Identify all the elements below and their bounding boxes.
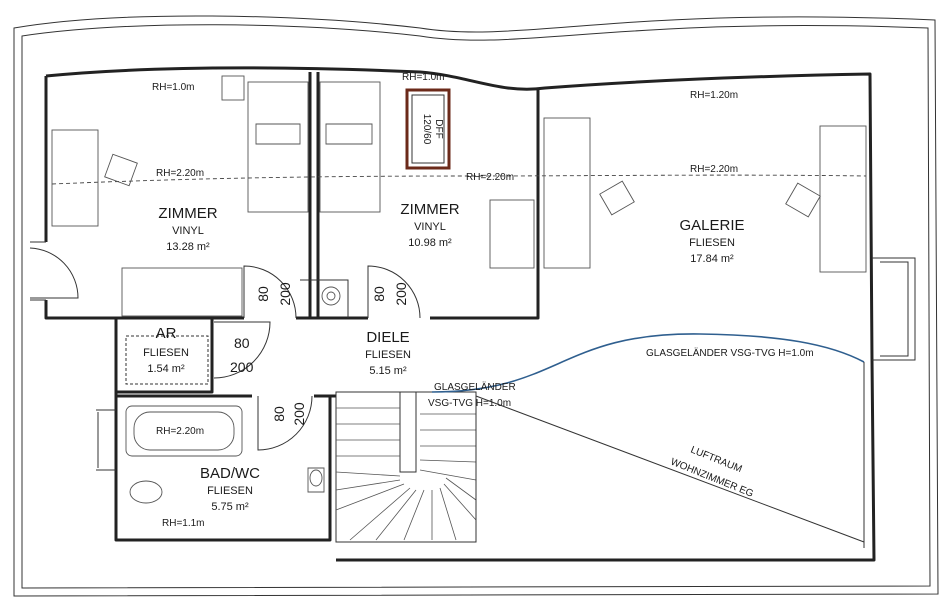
door-height: 200 [230, 359, 254, 375]
room-ar: AR FLIESEN 1.54 m² [143, 325, 189, 375]
rh-label: RH=1.20m [690, 90, 738, 101]
skylight-label: DFF [433, 119, 444, 138]
room-floor: FLIESEN [689, 237, 735, 249]
furniture [51, 75, 867, 317]
room-zimmer-2: ZIMMER VINYL 10.98 m² [400, 201, 459, 249]
room-name: ZIMMER [400, 201, 459, 218]
ceiling-height-labels: RH=1.0m RH=1.0m RH=1.20m RH=2.20m RH=2.2… [152, 72, 738, 529]
annotations: GLASGELÄNDER VSG-TVG H=1.0m GLASGELÄNDER… [428, 347, 814, 500]
rh-label: RH=1.0m [402, 72, 445, 83]
room-name: GALERIE [679, 217, 744, 234]
door-width: 80 [371, 286, 387, 302]
room-area: 13.28 m² [166, 241, 210, 253]
room-floor: VINYL [414, 221, 446, 233]
rh-label: RH=1.0m [152, 82, 195, 93]
room-area: 10.98 m² [408, 237, 452, 249]
rh-label: RH=2.20m [156, 426, 204, 437]
railing-note: GLASGELÄNDER VSG-TVG H=1.0m [646, 347, 814, 359]
railing-note: VSG-TVG H=1.0m [428, 398, 511, 409]
room-floor: FLIESEN [207, 485, 253, 497]
door-width: 80 [255, 286, 271, 302]
room-name: AR [156, 325, 177, 342]
railing-note: GLASGELÄNDER [434, 381, 516, 393]
rh-label: RH=2.20m [466, 172, 514, 183]
door-width: 80 [271, 406, 287, 422]
door-height: 200 [277, 282, 293, 306]
rh-label: RH=2.20m [690, 164, 738, 175]
room-bad: BAD/WC FLIESEN 5.75 m² [200, 465, 260, 513]
rh-label: RH=2.20m [156, 168, 204, 179]
doors [29, 247, 421, 451]
skylight-size: 120/60 [421, 114, 432, 145]
room-floor: VINYL [172, 225, 204, 237]
bath-fixtures [125, 405, 325, 504]
staircase [335, 391, 477, 543]
room-name: BAD/WC [200, 465, 260, 482]
room-zimmer-1: ZIMMER VINYL 13.28 m² [158, 205, 217, 253]
room-floor: FLIESEN [365, 349, 411, 361]
door-height: 200 [291, 402, 307, 426]
door-height: 200 [393, 282, 409, 306]
room-name: ZIMMER [158, 205, 217, 222]
room-name: DIELE [366, 329, 409, 346]
exterior-walls [30, 66, 916, 562]
rh-label: RH=1.1m [162, 518, 205, 529]
room-floor: FLIESEN [143, 347, 189, 359]
room-area: 5.75 m² [211, 501, 249, 513]
door-dimensions: 80 200 80 200 80 200 80 200 [230, 282, 409, 426]
room-area: 17.84 m² [690, 253, 734, 265]
room-galerie: GALERIE FLIESEN 17.84 m² [679, 217, 744, 265]
door-width: 80 [234, 335, 250, 351]
room-area: 1.54 m² [147, 363, 185, 375]
interior-walls [46, 72, 540, 398]
roof-outline [13, 15, 939, 597]
room-diele: DIELE FLIESEN 5.15 m² [365, 329, 411, 377]
skylight: DFF 120/60 [405, 88, 451, 170]
glass-railings [431, 333, 865, 548]
room-area: 5.15 m² [369, 365, 407, 377]
